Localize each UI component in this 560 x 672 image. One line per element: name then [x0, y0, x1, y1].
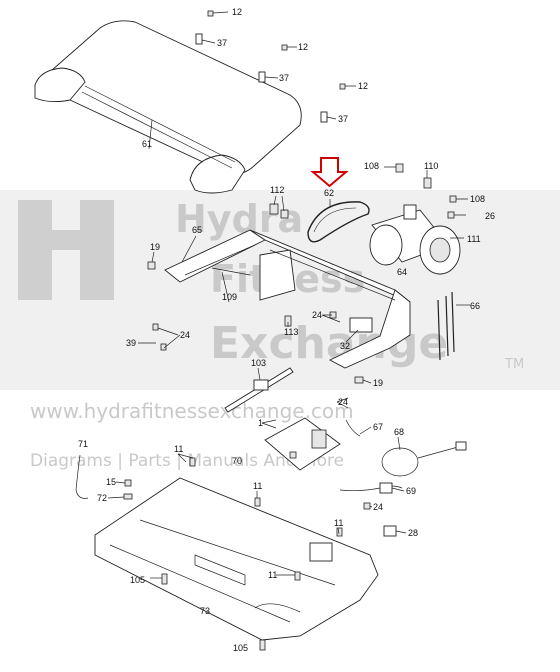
callout-37b: 37: [279, 73, 289, 83]
callout-19a: 19: [150, 242, 160, 252]
callout-111: 111: [467, 234, 481, 244]
callout-19b: 19: [373, 378, 383, 388]
drive-motor: [369, 204, 461, 275]
callout-71: 71: [78, 439, 88, 449]
motor-hardware: [384, 163, 468, 239]
hydra-logo-icon: [18, 200, 114, 300]
callout-12b: 12: [298, 42, 308, 52]
callouts: 12 37 12 37 12 37 61 62 108 110 108 26 1…: [78, 7, 495, 653]
wiring: [339, 419, 467, 537]
callout-105b: 105: [233, 643, 248, 653]
callout-12a: 12: [232, 7, 242, 17]
callout-11a: 11: [174, 444, 183, 454]
callout-73: 73: [200, 606, 210, 616]
callout-103: 103: [251, 358, 266, 368]
watermark-brand-3: Exchange: [210, 318, 448, 369]
watermark-tm: TM: [504, 357, 524, 372]
callout-37c: 37: [338, 114, 348, 124]
highlight-arrow-icon: [310, 157, 349, 188]
rods: [437, 291, 470, 361]
watermark: Hydra Fitness Exchange TM www.hydrafitne…: [0, 190, 560, 471]
callout-108a: 108: [364, 161, 379, 171]
callout-68: 68: [394, 427, 404, 437]
motor-frame: [164, 229, 411, 369]
callout-66: 66: [470, 301, 480, 311]
leader-lines: [107, 119, 407, 576]
callout-70: 70: [232, 456, 242, 466]
hood-screws: [195, 10, 356, 123]
callout-11b: 11: [253, 481, 262, 491]
callout-39: 39: [126, 338, 136, 348]
callout-12c: 12: [358, 81, 368, 91]
callout-105a: 105: [130, 575, 145, 585]
sensor-rail: [224, 367, 294, 413]
base-screws: [150, 457, 343, 651]
callout-110: 110: [424, 161, 438, 171]
callout-26: 26: [485, 211, 495, 221]
callout-113: 113: [284, 327, 298, 337]
callout-28: 28: [408, 528, 418, 538]
callout-24b: 24: [180, 330, 190, 340]
callout-11c: 11: [334, 518, 343, 528]
callout-112: 112: [270, 185, 284, 195]
callout-24d: 24: [373, 502, 383, 512]
watermark-tagline: Diagrams | Parts | Manuals And More: [30, 451, 344, 471]
drive-belt: [307, 201, 370, 243]
callout-64: 64: [397, 267, 407, 277]
callout-69: 69: [406, 486, 416, 496]
frame-hardware: [147, 203, 373, 384]
callout-15: 15: [106, 477, 116, 487]
small-cable: [75, 454, 133, 500]
callout-67: 67: [373, 422, 383, 432]
callout-72: 72: [97, 493, 107, 503]
callout-109: 109: [222, 292, 237, 302]
callout-24c: 24: [338, 397, 348, 407]
callout-65: 65: [192, 225, 202, 235]
watermark-url: www.hydrafitnessexchange.com: [30, 399, 354, 423]
callout-24a: 24: [312, 310, 322, 320]
callout-62: 62: [324, 188, 334, 198]
callout-61: 61: [142, 139, 152, 149]
callout-11d: 11: [268, 570, 277, 580]
controller-board: [264, 417, 341, 471]
hood-cover: [34, 20, 302, 194]
callout-37a: 37: [217, 38, 227, 48]
callout-1: 1: [258, 418, 263, 428]
watermark-brand-1: Hydra: [175, 197, 303, 241]
callout-108b: 108: [470, 194, 485, 204]
base-shell: [94, 477, 379, 641]
callout-32: 32: [340, 341, 350, 351]
